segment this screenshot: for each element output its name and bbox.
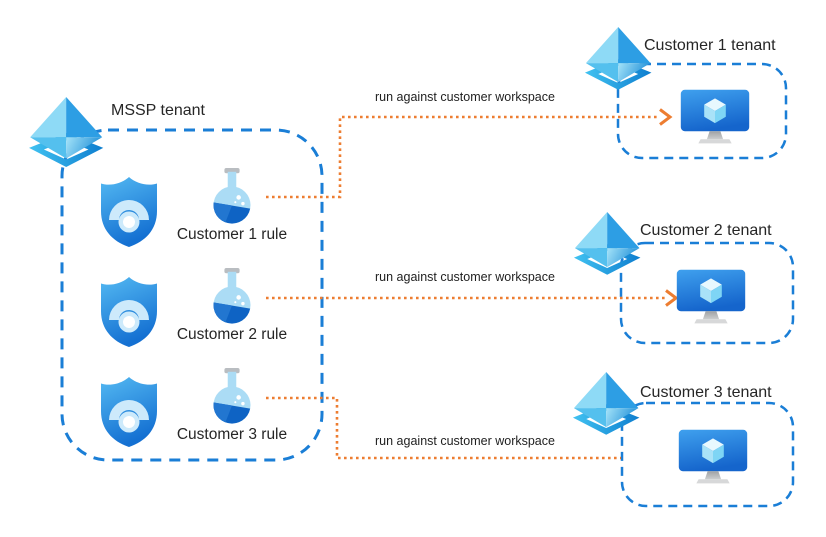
connector-2-label: run against customer workspace — [375, 270, 555, 284]
customer-3-rule-label: Customer 3 rule — [176, 426, 288, 443]
rule-flask-icon-3 — [212, 368, 252, 425]
mssp-tenant-pyramid-icon — [29, 97, 104, 167]
sentinel-shield-icon-3 — [101, 377, 157, 447]
connector-1-path — [266, 115, 660, 199]
customer-2-rule-label: Customer 2 rule — [176, 326, 288, 343]
customer-1-rule-label: Customer 1 rule — [176, 226, 288, 243]
customer-1-tenant-label: Customer 1 tenant — [644, 37, 776, 54]
customer-2-tenant-label: Customer 2 tenant — [640, 222, 772, 239]
mssp-tenant-box — [60, 128, 324, 462]
connector-1-label: run against customer workspace — [375, 90, 555, 104]
workspace-monitor-icon-1 — [680, 89, 750, 144]
customer-2-tenant-pyramid-icon — [573, 212, 641, 275]
customer-3-tenant-box — [620, 401, 795, 508]
customer-1-tenant-pyramid-icon — [584, 27, 652, 90]
customer-2-tenant-box — [619, 241, 795, 345]
connector-3-path — [266, 396, 621, 460]
customer-3-tenant-pyramid-icon — [572, 372, 640, 435]
arrowhead-chevron-icon-1 — [659, 108, 673, 126]
rule-flask-icon-2 — [212, 268, 252, 325]
connector-3-label: run against customer workspace — [375, 434, 555, 448]
customer-1-tenant-box — [616, 62, 788, 160]
sentinel-shield-icon-1 — [101, 177, 157, 247]
workspace-monitor-icon-2 — [676, 269, 746, 324]
customer-3-tenant-label: Customer 3 tenant — [640, 384, 772, 401]
sentinel-shield-icon-2 — [101, 277, 157, 347]
mssp-tenant-label: MSSP tenant — [111, 102, 205, 119]
rule-flask-icon-1 — [212, 168, 252, 225]
workspace-monitor-icon-3 — [678, 429, 748, 484]
arrowhead-chevron-icon-2 — [665, 289, 679, 307]
